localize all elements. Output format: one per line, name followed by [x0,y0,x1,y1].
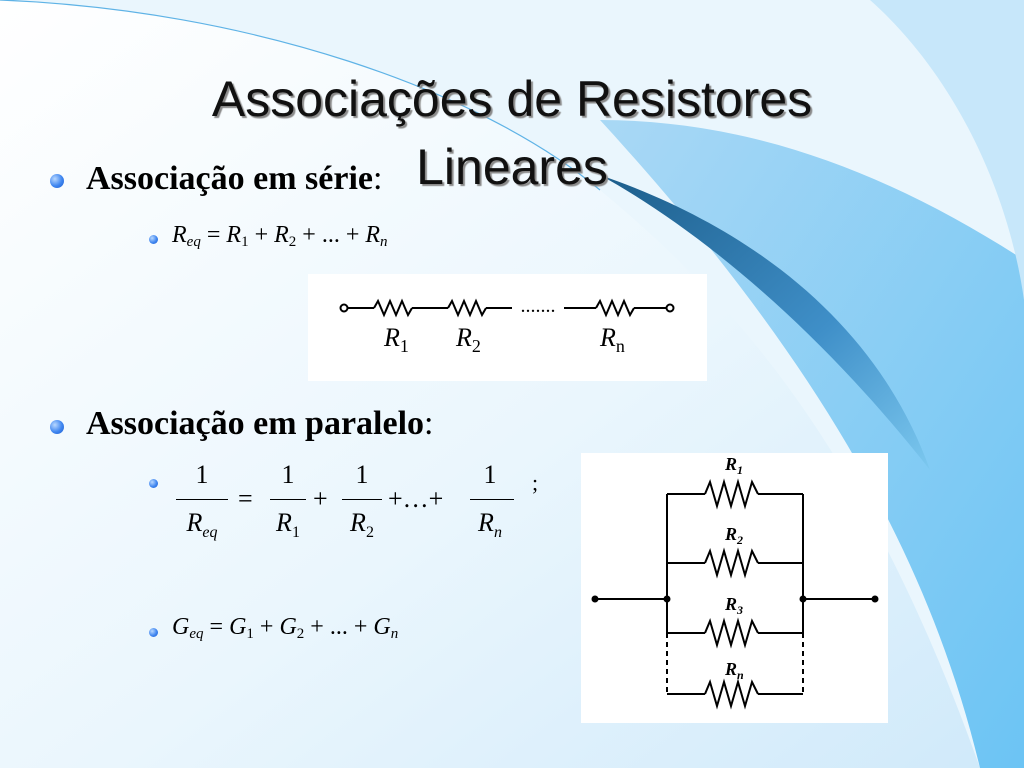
series-formula: Req = R1 + R2 + ... + Rn [172,222,388,250]
slide-title-line1: Associações de Resistores [211,71,813,127]
plus-sign: + [313,484,328,513]
series-dots: ....... [521,295,556,317]
bullet-icon [50,420,64,434]
bullet-icon [50,174,64,188]
label-r3: R3 [724,594,743,617]
label-rn: Rn [724,659,744,682]
label-rn: Rn [599,323,625,356]
label-r1: R1 [724,454,743,477]
parallel-formula-conductance: Geq = G1 + G2 + ... + Gn [172,614,399,642]
label-r2: R2 [724,524,743,547]
slide-title-line2: Lineares [416,139,608,195]
parallel-circuit-diagram: R1 R2 R3 Rn [581,453,888,723]
sub-bullet-icon [149,479,158,488]
sub-bullet-icon [149,235,158,244]
semicolon: ; [532,470,539,495]
equals-sign: = [238,484,253,513]
parallel-heading: Associação em paralelo: [86,405,434,442]
sub-bullet-icon [149,628,158,637]
series-heading: Associação em série: [86,160,383,197]
label-r1: R1 [383,323,409,356]
plus-ellipsis: +…+ [388,484,444,513]
label-r2: R2 [455,323,481,356]
series-circuit-diagram: ....... R1 R2 Rn [308,274,707,381]
